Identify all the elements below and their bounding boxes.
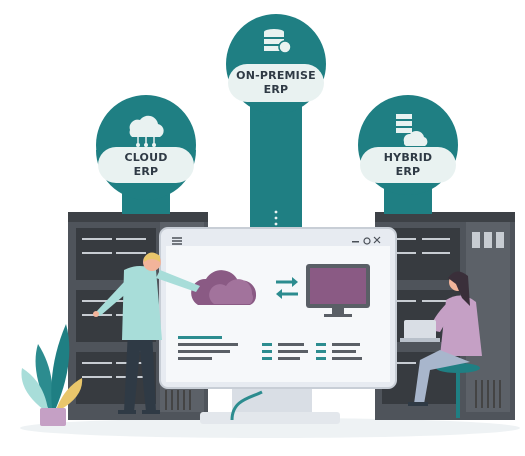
cloud-erp-line2: ERP <box>133 165 159 178</box>
hybrid-erp-badge <box>358 95 458 214</box>
database-cloud-icon <box>396 114 428 146</box>
on-premise-erp-badge <box>226 14 326 230</box>
cloud-erp-label: CLOUD ERP <box>100 151 192 179</box>
cloud-erp-line1: CLOUD <box>124 151 168 164</box>
monitor <box>159 227 397 424</box>
on-premise-erp-label: ON-PREMISE ERP <box>228 69 324 97</box>
on-premise-erp-line2: ERP <box>263 83 289 96</box>
desktop-icon <box>306 264 370 317</box>
cloud-icon <box>191 270 257 305</box>
content-lines <box>178 336 362 360</box>
hybrid-erp-line1: HYBRID <box>383 151 433 164</box>
ground-shadow <box>20 418 520 438</box>
standing-man <box>93 252 200 414</box>
cable <box>230 390 263 421</box>
plant <box>21 324 83 426</box>
cloud-erp-badge <box>96 95 196 214</box>
on-premise-erp-line1: ON-PREMISE <box>236 69 316 82</box>
window-controls-icon <box>352 236 381 245</box>
cloud-network-icon <box>129 115 164 147</box>
hybrid-erp-line2: ERP <box>395 165 421 178</box>
seated-woman <box>400 271 482 418</box>
database-icon <box>264 29 292 54</box>
hybrid-erp-label: HYBRID ERP <box>362 151 454 179</box>
sync-arrows-icon <box>276 277 298 299</box>
